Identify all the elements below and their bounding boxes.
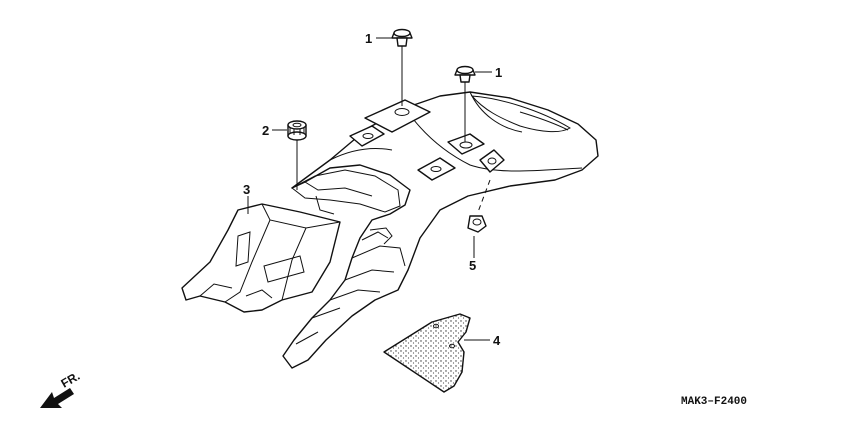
leader-lines — [247, 37, 492, 341]
front-direction-label: FR. — [59, 369, 83, 391]
bolt-upper — [391, 28, 413, 47]
callout-bolt-upper: 1 — [365, 31, 372, 46]
callout-inner-fender: 3 — [243, 182, 250, 197]
callout-grommet: 2 — [262, 123, 269, 138]
bolt-right — [454, 65, 476, 83]
callout-mud-flap: 4 — [493, 333, 501, 348]
rear-fender — [282, 91, 599, 369]
front-direction-indicator: FR. — [40, 369, 82, 408]
inner-fender — [181, 203, 341, 313]
callout-bolt-right: 1 — [495, 65, 502, 80]
front-arrow-icon — [40, 388, 74, 408]
diagram-code: MAK3–F2400 — [681, 396, 747, 408]
grommet — [287, 120, 307, 141]
mud-flap — [383, 313, 471, 393]
callout-nut: 5 — [469, 258, 476, 273]
assembly-guide-lines — [296, 46, 491, 213]
clip-nut — [467, 215, 487, 233]
